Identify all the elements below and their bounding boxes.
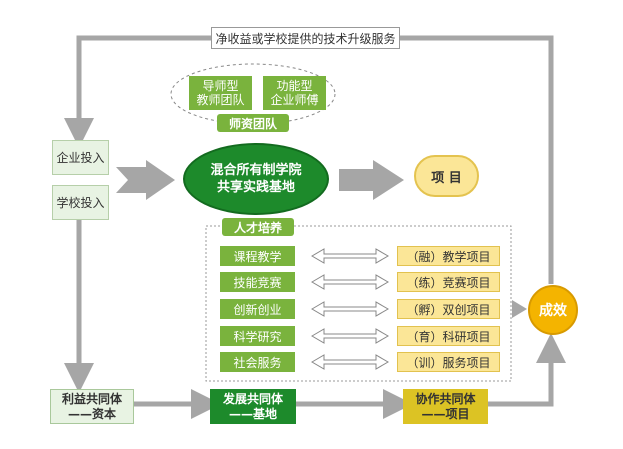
talent-to-outcome-arrow: [512, 300, 527, 318]
project-item-teaching: （融）教学项目: [397, 246, 500, 266]
function-team-box: 功能型 企业师傅: [263, 76, 326, 110]
shared-base-ellipse: 混合所有制学院 共享实践基地: [183, 143, 329, 215]
base-line2: 共享实践基地: [216, 180, 295, 195]
collaboration-community-box: 协作共同体 ——项目: [403, 389, 488, 424]
talent-item-service: 社会服务: [220, 352, 295, 372]
function-team-line1: 功能型: [276, 79, 313, 93]
project-item-service: （训）服务项目: [397, 352, 500, 372]
enterprise-input-box: 企业投入: [52, 140, 109, 175]
line-collaboration-to-outcome: [488, 333, 566, 407]
double-arrow: [311, 274, 389, 290]
talent-item-research: 科学研究: [220, 326, 295, 346]
double-arrows: [311, 248, 389, 370]
interest-community-box: 利益共同体 ——资本: [50, 389, 134, 424]
double-arrow: [311, 301, 389, 317]
talent-label: 人才培养: [222, 218, 294, 236]
mentor-team-line1: 导师型: [202, 79, 239, 93]
development-community-box: 发展共同体 ——基地: [210, 389, 296, 424]
project-box: 项 目: [414, 155, 479, 197]
double-arrow: [311, 328, 389, 344]
base-to-project-arrow: [339, 160, 404, 200]
collaboration-line2: ——项目: [421, 406, 470, 421]
interest-line2: ——资本: [67, 406, 116, 421]
double-arrow: [311, 354, 389, 370]
outcome-circle: 成效: [528, 285, 578, 335]
development-line2: ——基地: [228, 406, 277, 421]
collaboration-line1: 协作共同体: [415, 391, 476, 406]
faculty-label: 师资团队: [217, 114, 289, 132]
function-team-line2: 企业师傅: [270, 93, 319, 107]
project-item-innovation: （孵）双创项目: [397, 299, 500, 319]
talent-item-skills: 技能竞赛: [220, 272, 295, 292]
project-item-research: （育）科研项目: [397, 326, 500, 346]
project-item-competition: （练）竞赛项目: [397, 272, 500, 292]
mentor-team-line2: 教师团队: [196, 93, 245, 107]
inputs-to-base-arrow: [116, 160, 175, 200]
talent-dashed-frame: [205, 225, 512, 382]
top-banner: 净收益或学校提供的技术升级服务: [211, 27, 400, 49]
school-input-box: 学校投入: [52, 185, 109, 220]
mentor-team-box: 导师型 教师团队: [189, 76, 252, 110]
development-line1: 发展共同体: [222, 391, 283, 406]
base-line1: 混合所有制学院: [210, 163, 302, 178]
interest-line1: 利益共同体: [61, 391, 122, 406]
talent-item-course: 课程教学: [220, 246, 295, 266]
talent-item-innovation: 创新创业: [220, 299, 295, 319]
double-arrow: [311, 248, 389, 264]
